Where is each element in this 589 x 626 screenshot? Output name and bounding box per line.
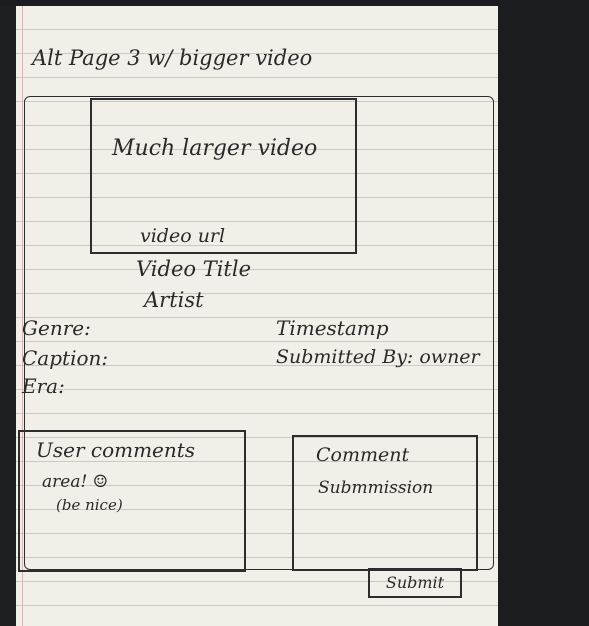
caption-label: Caption:: [22, 346, 109, 370]
page-frame: [24, 96, 494, 570]
margin-line: [22, 6, 23, 626]
notebook-page: Alt Page 3 w/ bigger video Much larger v…: [16, 6, 498, 626]
comment-submission-label-2: Submmission: [318, 478, 434, 498]
submitted-by-label: Submitted By: owner: [276, 346, 480, 368]
comment-submission-label-1: Comment: [316, 444, 410, 466]
timestamp-label: Timestamp: [276, 316, 389, 340]
video-title: Video Title: [136, 257, 252, 281]
user-comments-heading: User comments: [36, 438, 196, 462]
right-frame: [498, 0, 589, 626]
top-frame: [0, 0, 589, 6]
video-url: video url: [140, 225, 226, 247]
comment-submission-input[interactable]: [292, 435, 478, 571]
user-comments-note: (be nice): [56, 496, 123, 514]
video-player[interactable]: [90, 98, 357, 254]
video-box-label: Much larger video: [112, 136, 318, 161]
submit-button[interactable]: Submit: [368, 568, 462, 598]
page-title: Alt Page 3 w/ bigger video: [32, 46, 313, 70]
genre-label: Genre:: [22, 316, 91, 340]
user-comments-area: [18, 430, 246, 572]
era-label: Era:: [22, 374, 65, 398]
artist: Artist: [144, 288, 204, 312]
user-comments-subtext: area! ☺: [42, 472, 108, 492]
